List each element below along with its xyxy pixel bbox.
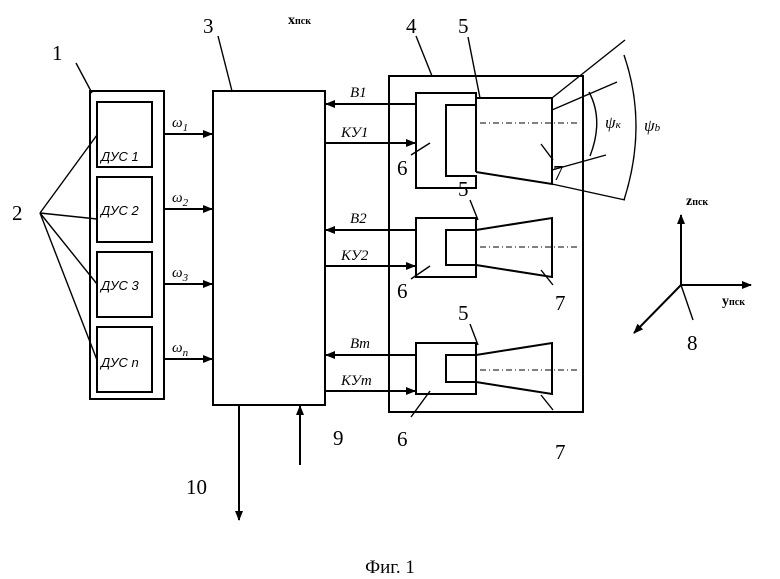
x-pck-label: xпск: [288, 13, 311, 28]
label-6c: 6: [397, 427, 408, 451]
label-10: 10: [186, 475, 207, 499]
leader-2a: [40, 135, 97, 213]
signal-bm: Bm: [350, 336, 370, 352]
sensor-label-3: ДУС 3: [99, 278, 139, 293]
label-7b: 7: [555, 291, 566, 315]
signal-b2: B2: [350, 211, 367, 227]
sensor-label-2: ДУС 2: [99, 203, 139, 218]
leader-1: [76, 63, 92, 93]
leader-6a: [411, 143, 430, 155]
leader-3: [218, 36, 232, 91]
label-1: 1: [52, 41, 63, 65]
signal-kum: КУm: [340, 373, 372, 389]
leader-2c: [40, 213, 97, 284]
drive-2: [416, 218, 476, 277]
x-axis-arrow: [634, 285, 681, 333]
horn-2: [476, 218, 552, 277]
drive-3: [416, 343, 476, 394]
omega-2: ω2: [172, 190, 189, 209]
leader-5c: [470, 324, 478, 345]
label-9: 9: [333, 426, 344, 450]
omega-3: ω3: [172, 265, 189, 284]
antenna-block: [389, 76, 583, 412]
label-8: 8: [687, 331, 698, 355]
psi-k-label: ψк: [605, 113, 622, 132]
label-5c: 5: [458, 301, 469, 325]
signal-ku1: КУ1: [340, 125, 368, 141]
label-3: 3: [203, 14, 214, 38]
label-7a: 7: [553, 161, 564, 185]
leader-2d: [40, 213, 97, 360]
label-5a: 5: [458, 14, 469, 38]
psi-b-label: ψb: [644, 116, 661, 135]
y-pck-label: yпск: [722, 294, 745, 309]
z-pck-label: zпск: [686, 194, 708, 209]
label-4: 4: [406, 14, 417, 38]
beam-b-upper: [552, 40, 625, 98]
leader-8: [681, 285, 693, 320]
beam-k-upper: [552, 82, 617, 110]
omega-n: ωn: [172, 340, 189, 359]
leader-4: [416, 36, 432, 76]
horn-1: [476, 98, 552, 184]
leader-5a: [468, 37, 480, 98]
signal-ku2: КУ2: [340, 248, 369, 264]
sensor-label-1: ДУС 1: [99, 149, 139, 164]
label-5b: 5: [458, 177, 469, 201]
omega-1: ω1: [172, 115, 188, 134]
horn-3: [476, 343, 552, 394]
label-6b: 6: [397, 279, 408, 303]
sensor-label-n: ДУС n: [99, 355, 139, 370]
processing-block: [213, 91, 325, 405]
figure-caption: Фиг. 1: [365, 557, 415, 578]
label-6a: 6: [397, 156, 408, 180]
label-7c: 7: [555, 440, 566, 464]
label-2: 2: [12, 201, 23, 225]
drive-1: [416, 93, 476, 188]
beam-b-lower: [552, 184, 625, 200]
psi-k-arc: [589, 92, 597, 156]
psi-b-arc: [624, 55, 636, 200]
leader-7c: [541, 395, 553, 410]
leader-2b: [40, 213, 97, 219]
signal-b1: B1: [350, 85, 367, 101]
